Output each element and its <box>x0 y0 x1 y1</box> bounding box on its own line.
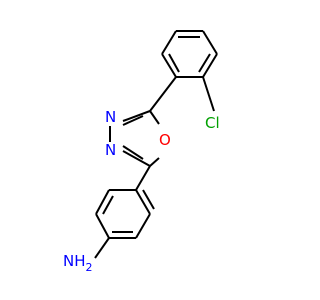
bond-oxadiazole-n3-c2 <box>122 150 151 167</box>
bond-lower-ring-2 <box>135 213 151 239</box>
bond-upper-ring-1 <box>161 30 177 55</box>
bond-upper-ring-6-double <box>168 53 180 73</box>
atom-label-amine: NH2 <box>63 252 93 274</box>
bond-oxadiazole-n3-c2-double <box>122 145 144 160</box>
bond-c-cl <box>202 76 215 112</box>
bond-ring-link-upper <box>149 76 177 112</box>
atom-label-n3: N <box>105 108 116 126</box>
bond-oxadiazole-c5-n4-double <box>122 115 144 126</box>
bond-upper-ring-4 <box>202 53 218 78</box>
atom-labels: N N O Cl NH2 <box>63 108 220 274</box>
bond-lower-ring-1 <box>135 189 151 215</box>
bond-upper-ring-3 <box>202 30 218 55</box>
bond-c-nh2 <box>94 237 110 259</box>
amine-subscript: 2 <box>86 261 93 274</box>
chemical-structure: N N O Cl NH2 <box>63 30 220 274</box>
atom-label-chlorine: Cl <box>205 114 220 132</box>
amine-main-text: NH <box>63 252 86 270</box>
bond-ring-link-lower <box>135 165 151 191</box>
bond-oxadiazole-o-c5 <box>149 110 160 125</box>
bond-lower-ring-4 <box>95 213 110 239</box>
atom-label-oxygen: O <box>159 131 171 149</box>
bond-oxadiazole-c5-n4 <box>122 110 151 122</box>
bond-upper-ring-6 <box>161 53 177 78</box>
structure-canvas: N N O Cl NH2 <box>63 30 220 274</box>
bond-lower-ring-5 <box>95 189 110 215</box>
bonds <box>94 30 218 259</box>
bond-upper-ring-4-double <box>198 53 211 73</box>
atom-label-n4: N <box>105 141 116 159</box>
bond-lower-ring-1-double <box>142 189 155 210</box>
bond-lower-ring-5-double <box>102 195 114 215</box>
bond-oxadiazole-c2-o <box>149 157 160 167</box>
